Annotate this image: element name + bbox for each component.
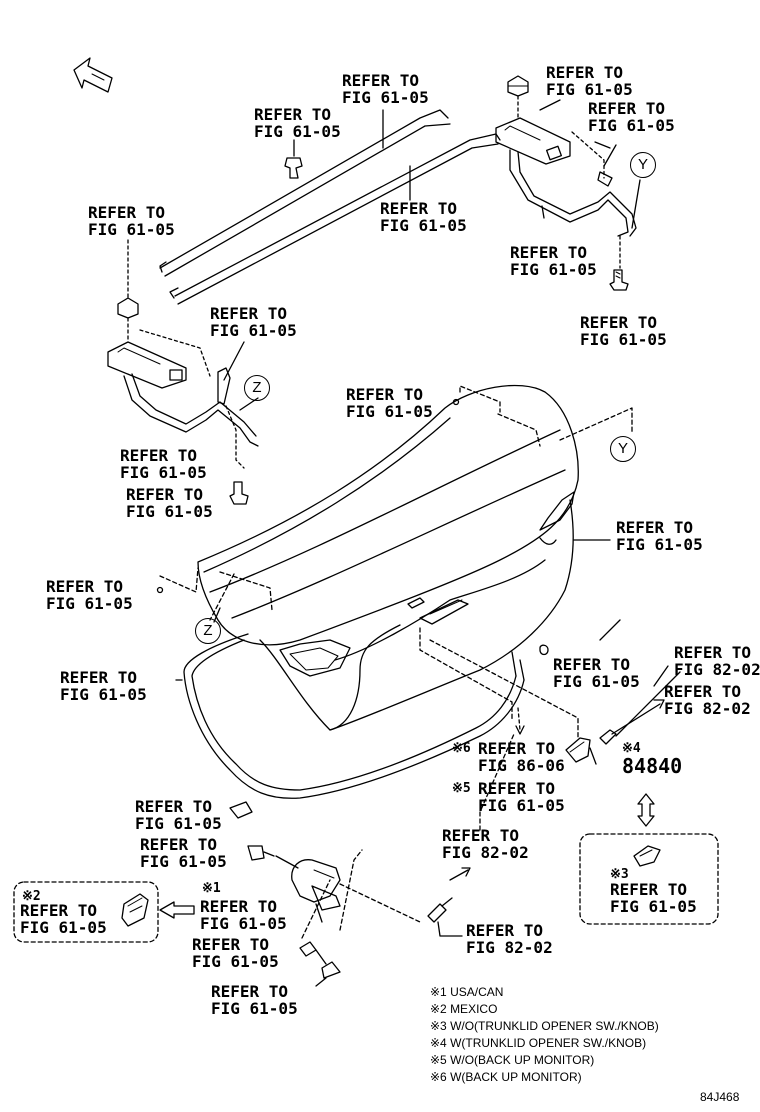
diagram-code: 84J468 — [700, 1090, 740, 1104]
back-camera — [565, 737, 597, 765]
circle-ref-z-lower: Z — [195, 618, 221, 644]
circle-ref-z-upper: Z — [244, 375, 270, 401]
clip-part — [284, 157, 303, 179]
right-bolt — [609, 269, 629, 291]
front-arrow-icon — [73, 57, 113, 93]
option-box-3 — [579, 833, 719, 925]
marker-5: ※5 — [452, 781, 471, 796]
left-hinge — [107, 341, 259, 447]
torsion-bars — [159, 109, 501, 305]
marker-1: ※1 — [202, 881, 221, 896]
legend: ※1 USA/CAN※2 MEXICO※3 W/O(TRUNKLID OPENE… — [430, 985, 659, 1084]
marker-6: ※6 — [452, 741, 471, 756]
marker-2: ※2 — [22, 889, 41, 904]
right-hinge-nut — [507, 75, 529, 97]
right-hinge — [495, 117, 637, 237]
marker-3: ※3 — [610, 867, 629, 882]
circle-ref-y-upper: Y — [630, 152, 656, 178]
weatherstrip — [183, 633, 525, 799]
marker-4: ※4 — [622, 741, 641, 756]
left-hinge-nut — [117, 297, 139, 319]
trunk-lock — [291, 859, 341, 911]
double-arrow-icon — [637, 793, 655, 827]
part-number-84840: 84840 — [622, 754, 683, 778]
circle-ref-y-lower: Y — [610, 436, 636, 462]
left-bolt — [229, 481, 249, 505]
